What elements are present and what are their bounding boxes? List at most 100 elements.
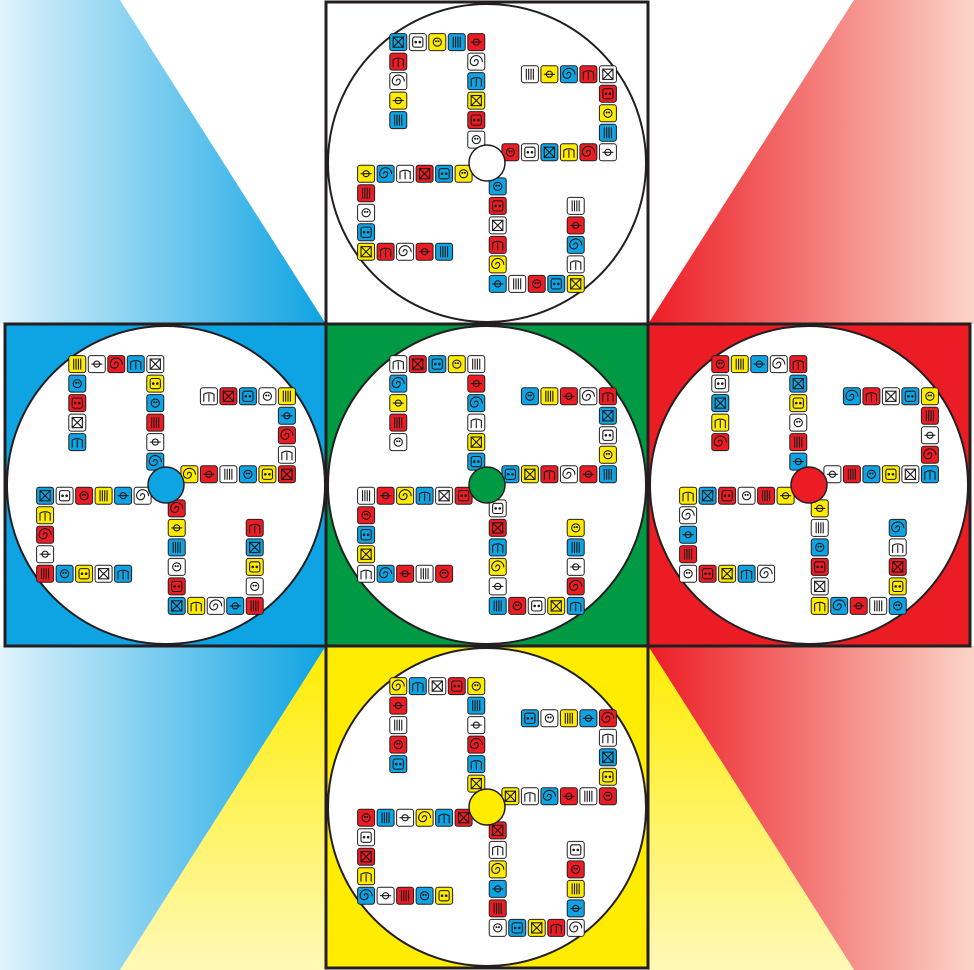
tile[interactable]	[521, 788, 538, 805]
tile[interactable]	[489, 256, 506, 273]
tile[interactable]	[580, 66, 597, 83]
tile[interactable]	[468, 434, 485, 451]
tile[interactable]	[680, 487, 697, 504]
tile[interactable]	[599, 407, 616, 424]
tile[interactable]	[416, 243, 433, 260]
tile[interactable]	[168, 539, 185, 556]
tile[interactable]	[731, 356, 748, 373]
tile[interactable]	[699, 565, 716, 582]
tile[interactable]	[358, 243, 375, 260]
tile[interactable]	[712, 375, 729, 392]
tile[interactable]	[811, 558, 828, 575]
hub-circle-north[interactable]	[469, 145, 505, 181]
tile[interactable]	[489, 558, 506, 575]
tile[interactable]	[870, 597, 887, 614]
tile[interactable]	[358, 868, 375, 885]
tile[interactable]	[599, 124, 616, 141]
tile[interactable]	[200, 388, 217, 405]
tile[interactable]	[863, 388, 880, 405]
tile[interactable]	[168, 597, 185, 614]
tile[interactable]	[599, 446, 616, 463]
tile[interactable]	[567, 275, 584, 292]
tile[interactable]	[168, 578, 185, 595]
tile[interactable]	[889, 519, 906, 536]
tile[interactable]	[489, 236, 506, 253]
tile[interactable]	[239, 466, 256, 483]
tile[interactable]	[397, 165, 414, 182]
tile[interactable]	[599, 466, 616, 483]
tile[interactable]	[200, 466, 217, 483]
tile[interactable]	[489, 597, 506, 614]
tile[interactable]	[358, 546, 375, 563]
tile[interactable]	[69, 395, 86, 412]
tile[interactable]	[259, 388, 276, 405]
tile[interactable]	[599, 105, 616, 122]
tile[interactable]	[489, 519, 506, 536]
tile[interactable]	[719, 565, 736, 582]
tile[interactable]	[560, 66, 577, 83]
tile[interactable]	[429, 34, 446, 51]
tile[interactable]	[489, 275, 506, 292]
tile[interactable]	[358, 224, 375, 241]
tile[interactable]	[56, 565, 73, 582]
tile[interactable]	[580, 788, 597, 805]
tile[interactable]	[448, 356, 465, 373]
tile[interactable]	[521, 466, 538, 483]
tile[interactable]	[278, 427, 295, 444]
tile[interactable]	[468, 356, 485, 373]
tile[interactable]	[843, 388, 860, 405]
tile[interactable]	[541, 788, 558, 805]
tile[interactable]	[468, 414, 485, 431]
tile[interactable]	[115, 487, 132, 504]
tile[interactable]	[436, 487, 453, 504]
tile[interactable]	[390, 356, 407, 373]
tile[interactable]	[168, 558, 185, 575]
tile[interactable]	[468, 34, 485, 51]
tile[interactable]	[468, 717, 485, 734]
tile[interactable]	[246, 539, 263, 556]
tile[interactable]	[397, 887, 414, 904]
tile[interactable]	[811, 597, 828, 614]
tile[interactable]	[521, 66, 538, 83]
tile[interactable]	[509, 275, 526, 292]
tile[interactable]	[37, 507, 54, 524]
tile[interactable]	[560, 388, 577, 405]
tile[interactable]	[95, 487, 112, 504]
tile[interactable]	[115, 565, 132, 582]
tile[interactable]	[468, 736, 485, 753]
tile[interactable]	[712, 414, 729, 431]
tile[interactable]	[358, 887, 375, 904]
tile[interactable]	[863, 466, 880, 483]
hub-circle-east[interactable]	[791, 467, 827, 503]
tile[interactable]	[889, 597, 906, 614]
tile[interactable]	[567, 861, 584, 878]
tile[interactable]	[790, 356, 807, 373]
tile[interactable]	[390, 434, 407, 451]
tile[interactable]	[278, 466, 295, 483]
tile[interactable]	[468, 678, 485, 695]
tile[interactable]	[680, 546, 697, 563]
tile[interactable]	[521, 388, 538, 405]
tile[interactable]	[560, 710, 577, 727]
hub-circle-south[interactable]	[469, 789, 505, 825]
tile[interactable]	[390, 53, 407, 70]
tile[interactable]	[521, 144, 538, 161]
tile[interactable]	[580, 388, 597, 405]
tile[interactable]	[567, 256, 584, 273]
tile[interactable]	[719, 487, 736, 504]
tile[interactable]	[377, 809, 394, 826]
tile[interactable]	[278, 407, 295, 424]
tile[interactable]	[409, 34, 426, 51]
tile[interactable]	[436, 165, 453, 182]
tile[interactable]	[541, 466, 558, 483]
tile[interactable]	[468, 92, 485, 109]
tile[interactable]	[567, 841, 584, 858]
tile[interactable]	[37, 546, 54, 563]
tile[interactable]	[889, 539, 906, 556]
tile[interactable]	[882, 466, 899, 483]
tile[interactable]	[468, 697, 485, 714]
tile[interactable]	[921, 427, 938, 444]
tile[interactable]	[541, 388, 558, 405]
tile[interactable]	[220, 466, 237, 483]
tile[interactable]	[567, 519, 584, 536]
